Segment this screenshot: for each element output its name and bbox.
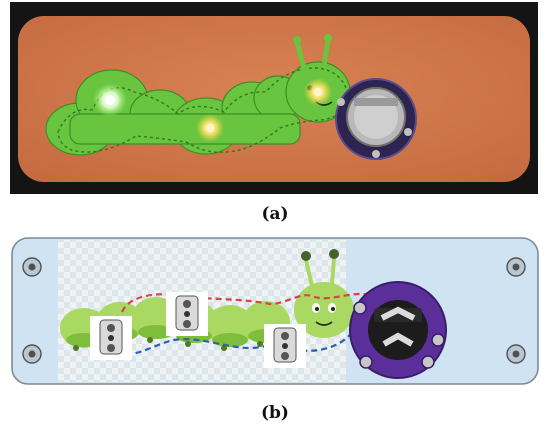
panel-b-caption: (b) xyxy=(261,403,289,423)
led-sequin-icon xyxy=(264,324,306,368)
coin-cell-board-photo xyxy=(335,78,417,160)
coin-cell-holder-icon xyxy=(349,281,447,379)
led-sequin-icon xyxy=(166,292,208,336)
led-yellow-glow-1 xyxy=(196,114,224,142)
led-yellow-glow-2 xyxy=(304,78,332,106)
led-white-glow xyxy=(93,83,127,117)
wire-positive xyxy=(120,292,441,329)
led-sequin-icon xyxy=(90,316,132,360)
panel-a-caption: (a) xyxy=(261,204,289,224)
panel-b-diagram xyxy=(10,236,540,386)
panel-a-photo xyxy=(10,2,538,194)
